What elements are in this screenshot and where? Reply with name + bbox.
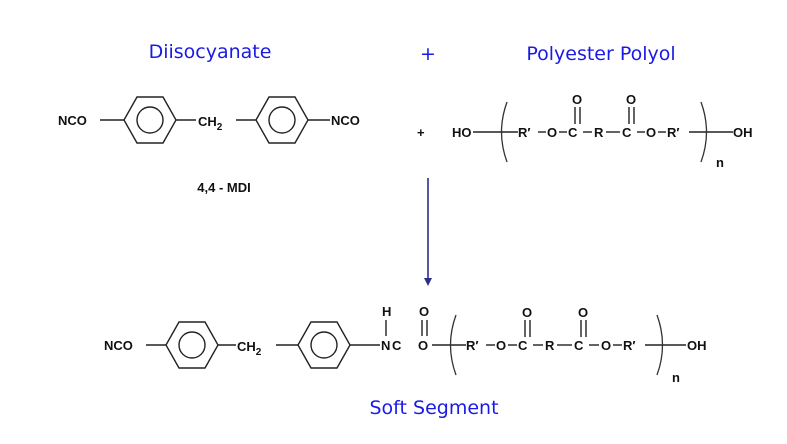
aromatic-circle [178, 331, 206, 359]
soft-segment-title: Soft Segment [369, 397, 498, 419]
polyol-r-prime-2: R′ [667, 125, 680, 140]
diisocyanate-title: Diisocyanate [149, 41, 272, 63]
urethane-n: N [381, 338, 390, 353]
polyol-ester-o-2: O [646, 125, 656, 140]
mdi-name-label: 4,4 - MDI [197, 180, 250, 195]
polyol-ester-o-1: O [547, 125, 557, 140]
product-repeat-open-bracket [449, 314, 457, 376]
product-r: R [545, 338, 555, 353]
product-r-prime-2: R′ [623, 338, 636, 353]
product-r-prime-1: R′ [466, 338, 479, 353]
aromatic-circle [268, 106, 296, 134]
benzene-ring-left [123, 96, 177, 144]
product-repeat-close-bracket [656, 314, 664, 376]
polyol-carbonyl-o-1: O [572, 92, 582, 107]
polyol-repeat-n: n [716, 155, 724, 170]
polyol-carbon-2: C [622, 125, 632, 140]
aromatic-circle [136, 106, 164, 134]
reaction-plus-sign: + [417, 125, 425, 140]
polyester-polyol-structure: HO R′ O C O R C O O R′ OH n [452, 92, 753, 170]
mdi-left-nco: NCO [58, 113, 87, 128]
benzene-ring-right [255, 96, 309, 144]
polyol-oh-end: OH [733, 125, 753, 140]
product-ester-o-2: O [601, 338, 611, 353]
mdi-bridge-ch2: CH2 [198, 114, 223, 133]
mdi-structure: NCO CH2 NCO 4,4 - MDI [58, 96, 360, 195]
product-carbon-2: C [574, 338, 584, 353]
polyol-carbonyl-o-2: O [626, 92, 636, 107]
polyester-polyol-title: Polyester Polyol [526, 43, 675, 65]
product-repeat-n: n [672, 370, 680, 385]
product-carbon-1: C [518, 338, 528, 353]
product-ester-o-1: O [496, 338, 506, 353]
repeat-open-bracket [500, 101, 508, 163]
title-plus-sign: + [420, 43, 436, 65]
polyol-carbon-1: C [568, 125, 578, 140]
polyol-ho-start: HO [452, 125, 472, 140]
urethane-carbonyl-o: O [419, 304, 429, 319]
repeat-close-bracket [700, 101, 708, 163]
mdi-right-nco: NCO [331, 113, 360, 128]
product-left-nco: NCO [104, 338, 133, 353]
product-carbonyl-o-1: O [522, 305, 532, 320]
urethane-h: H [382, 304, 391, 319]
product-bridge-ch2: CH2 [237, 339, 262, 358]
product-benzene-ring-right [297, 321, 351, 369]
polyol-r-prime-1: R′ [518, 125, 531, 140]
urethane-o: O [418, 338, 428, 353]
polyol-r: R [594, 125, 604, 140]
product-oh-end: OH [687, 338, 707, 353]
product-benzene-ring-left [165, 321, 219, 369]
aromatic-circle [310, 331, 338, 359]
urethane-c: C [392, 338, 402, 353]
soft-segment-structure: NCO CH2 H N C O O R′ O C O R C [104, 304, 707, 385]
product-carbonyl-o-2: O [578, 305, 588, 320]
